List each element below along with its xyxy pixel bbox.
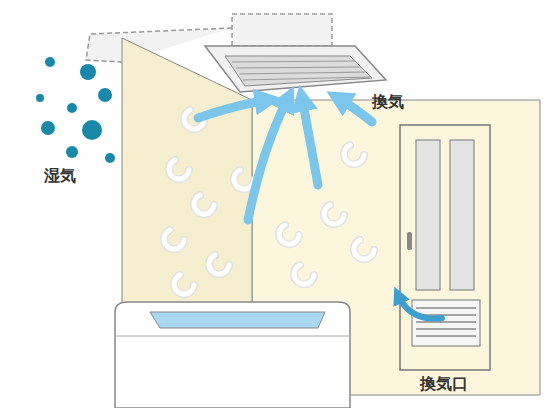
inlet-arrow	[398, 295, 442, 319]
door	[400, 125, 490, 370]
ventilation-fan	[205, 46, 386, 92]
label-text: 換気口	[420, 374, 468, 393]
label-text: 換気	[372, 92, 404, 111]
bathtub	[115, 302, 350, 408]
moisture-dots	[36, 57, 115, 163]
label-text: 湿気	[44, 166, 76, 185]
airflow-arrows	[198, 98, 372, 220]
